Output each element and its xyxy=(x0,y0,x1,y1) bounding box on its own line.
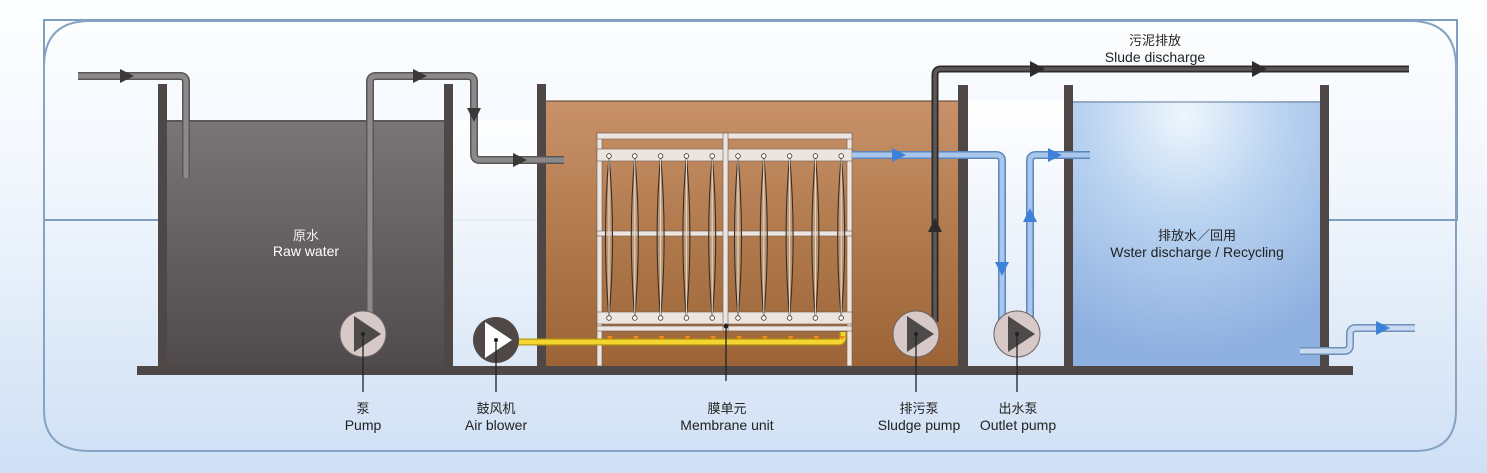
module-header-port xyxy=(761,153,767,159)
raw-tank-left-wall xyxy=(158,84,167,369)
raw-water-label-en: Raw water xyxy=(273,243,339,259)
sludge-pump-label-en: Sludge pump xyxy=(878,417,961,433)
raw-tank-right-wall xyxy=(444,84,453,369)
sludge-discharge-label-en: Slude discharge xyxy=(1105,49,1206,65)
module-footer-port xyxy=(632,315,638,321)
module-footer-port xyxy=(709,315,715,321)
bio-tank-left-wall xyxy=(537,84,546,369)
module-header-port xyxy=(657,153,664,159)
module-footer-port xyxy=(812,315,819,321)
module-header-port xyxy=(683,153,690,159)
flow-arrow-icon xyxy=(513,153,527,167)
pump-label-en: Pump xyxy=(345,417,382,433)
raw-water-tank xyxy=(158,84,453,369)
module-footer-port xyxy=(657,315,664,321)
module-header-port xyxy=(812,153,819,159)
clean-tank-left-wall xyxy=(1064,85,1073,369)
water-discharge-label-zh: 排放水／回用 xyxy=(1158,229,1236,244)
diffuser-nozzle xyxy=(839,336,846,340)
pump-icon xyxy=(907,316,934,352)
sludge-discharge-pipe xyxy=(931,65,1409,322)
raw-water-label-zh: 原水 xyxy=(293,229,319,244)
diffuser-nozzle xyxy=(787,336,794,340)
membrane-leader-dot xyxy=(723,323,729,329)
air-blower-label-zh: 鼓风机 xyxy=(476,402,515,417)
flow-arrow-icon xyxy=(928,218,942,232)
diffuser-nozzle xyxy=(632,336,639,340)
frame-border xyxy=(43,20,1457,452)
clean-water-fill xyxy=(1072,101,1321,369)
membrane-unit-label-en: Membrane unit xyxy=(680,417,773,433)
module-header-port xyxy=(606,153,612,159)
module-header-port xyxy=(786,153,793,159)
inlet-pipe xyxy=(78,72,190,178)
membrane-unit xyxy=(596,132,853,367)
module-header-port xyxy=(709,153,715,159)
membrane-unit-label-zh: 膜单元 xyxy=(707,402,746,417)
flow-arrow-icon xyxy=(995,262,1009,276)
flow-arrow-icon xyxy=(1252,61,1267,77)
diffuser-nozzle xyxy=(684,336,691,340)
flow-arrow-icon xyxy=(120,69,134,83)
pump-label-zh: 泵 xyxy=(356,402,369,417)
module-header-port xyxy=(838,153,844,159)
module-footer-port xyxy=(735,315,741,321)
raw-water-fill xyxy=(166,120,445,368)
diffuser-row xyxy=(607,336,846,340)
sludge-discharge-label-zh: 污泥排放 xyxy=(1129,34,1181,49)
rack-post xyxy=(722,132,729,332)
blower-icon xyxy=(485,322,512,358)
diffuser-nozzle xyxy=(607,336,613,340)
diffuser-nozzle xyxy=(761,336,768,340)
final-discharge-pipe xyxy=(1300,324,1415,355)
module-footer-port xyxy=(761,315,767,321)
tank-floor xyxy=(137,366,1353,375)
outlet-pump-label-zh: 出水泵 xyxy=(998,402,1037,417)
clean-water-tank xyxy=(1064,85,1329,369)
permeate-pipe xyxy=(852,151,1090,320)
clean-tank-right-wall xyxy=(1320,85,1329,369)
flow-arrow-icon xyxy=(467,108,481,122)
diffuser-nozzle xyxy=(813,336,820,340)
module-footer-port xyxy=(683,315,690,321)
diffuser-nozzle xyxy=(658,336,665,340)
module-footer-port xyxy=(838,315,844,321)
outlet-pump-label-en: Outlet pump xyxy=(980,417,1056,433)
flow-arrow-icon xyxy=(892,148,906,162)
flow-arrow-icon xyxy=(413,69,427,83)
flow-arrow-icon xyxy=(1023,208,1037,222)
water-discharge-label-en: Wster discharge / Recycling xyxy=(1110,244,1284,260)
diffuser-nozzle xyxy=(710,336,717,340)
module-header-port xyxy=(632,153,638,159)
flow-arrow-icon xyxy=(1048,148,1062,162)
module-footer-port xyxy=(606,315,612,321)
transfer-pipe xyxy=(366,72,564,315)
pump-icon xyxy=(354,316,381,352)
sludge-pump-label-zh: 排污泵 xyxy=(899,402,938,417)
bio-tank-right-wall xyxy=(958,85,968,369)
module-footer-port xyxy=(786,315,793,321)
leader-lines xyxy=(362,326,1018,392)
pump-icon xyxy=(1008,316,1035,352)
diffuser-nozzle xyxy=(736,336,742,340)
air-blower-label-en: Air blower xyxy=(465,417,528,433)
flow-arrow-icon xyxy=(1376,321,1390,335)
flow-arrow-icon xyxy=(1030,61,1045,77)
module-header-port xyxy=(735,153,741,159)
